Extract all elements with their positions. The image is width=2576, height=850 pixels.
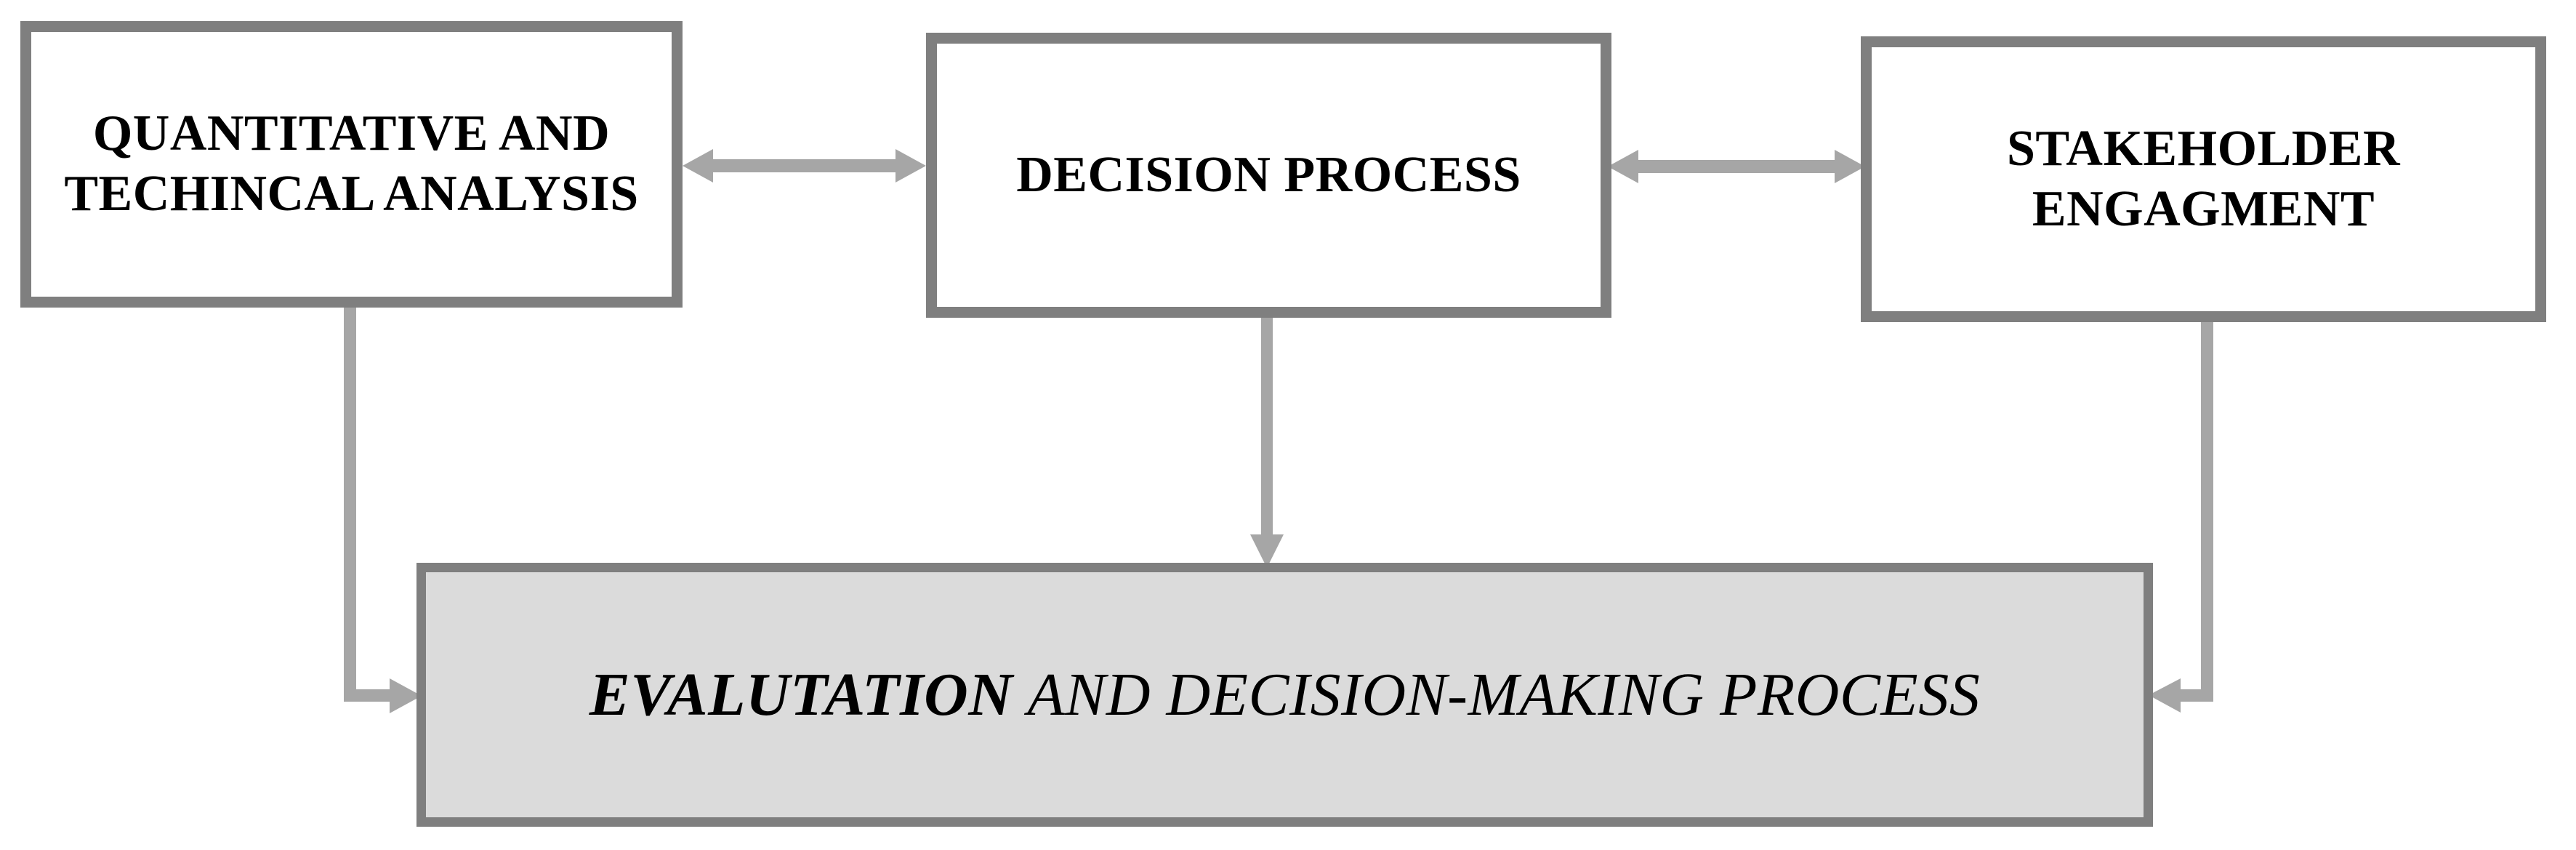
- bottom-box-label-emphasis: EVALUTATION: [589, 660, 1013, 729]
- box-stakeholder-engagement: STAKEHOLDER ENGAGMENT: [1861, 36, 2546, 322]
- box-label-line: STAKEHOLDER: [2007, 120, 2400, 177]
- box-quantitative-technical-analysis: QUANTITATIVE AND TECHINCAL ANALYSIS: [20, 21, 683, 308]
- box-evaluation-and-decision-making-process: EVALUTATION AND DECISION-MAKING PROCESS: [416, 563, 2153, 827]
- elbow-arrow-icon-stakeholder-to-evaluation: [2149, 322, 2213, 713]
- bottom-box-label-rest: AND DECISION-MAKING PROCESS: [1013, 660, 1981, 729]
- down-arrow-icon-decision-to-evaluation: [1250, 318, 1284, 568]
- box-label-line: DECISION PROCESS: [1016, 146, 1521, 203]
- elbow-arrow-icon-analysis-to-evaluation: [344, 308, 422, 713]
- double-arrow-icon-analysis-decision: [683, 149, 926, 183]
- box-label-line: TECHINCAL ANALYSIS: [64, 166, 639, 222]
- box-label-line: QUANTITATIVE AND: [92, 105, 611, 162]
- double-arrow-icon-decision-stakeholder: [1608, 150, 1865, 183]
- box-label-line: ENGAGMENT: [2032, 180, 2375, 237]
- box-decision-process: DECISION PROCESS: [926, 33, 1611, 318]
